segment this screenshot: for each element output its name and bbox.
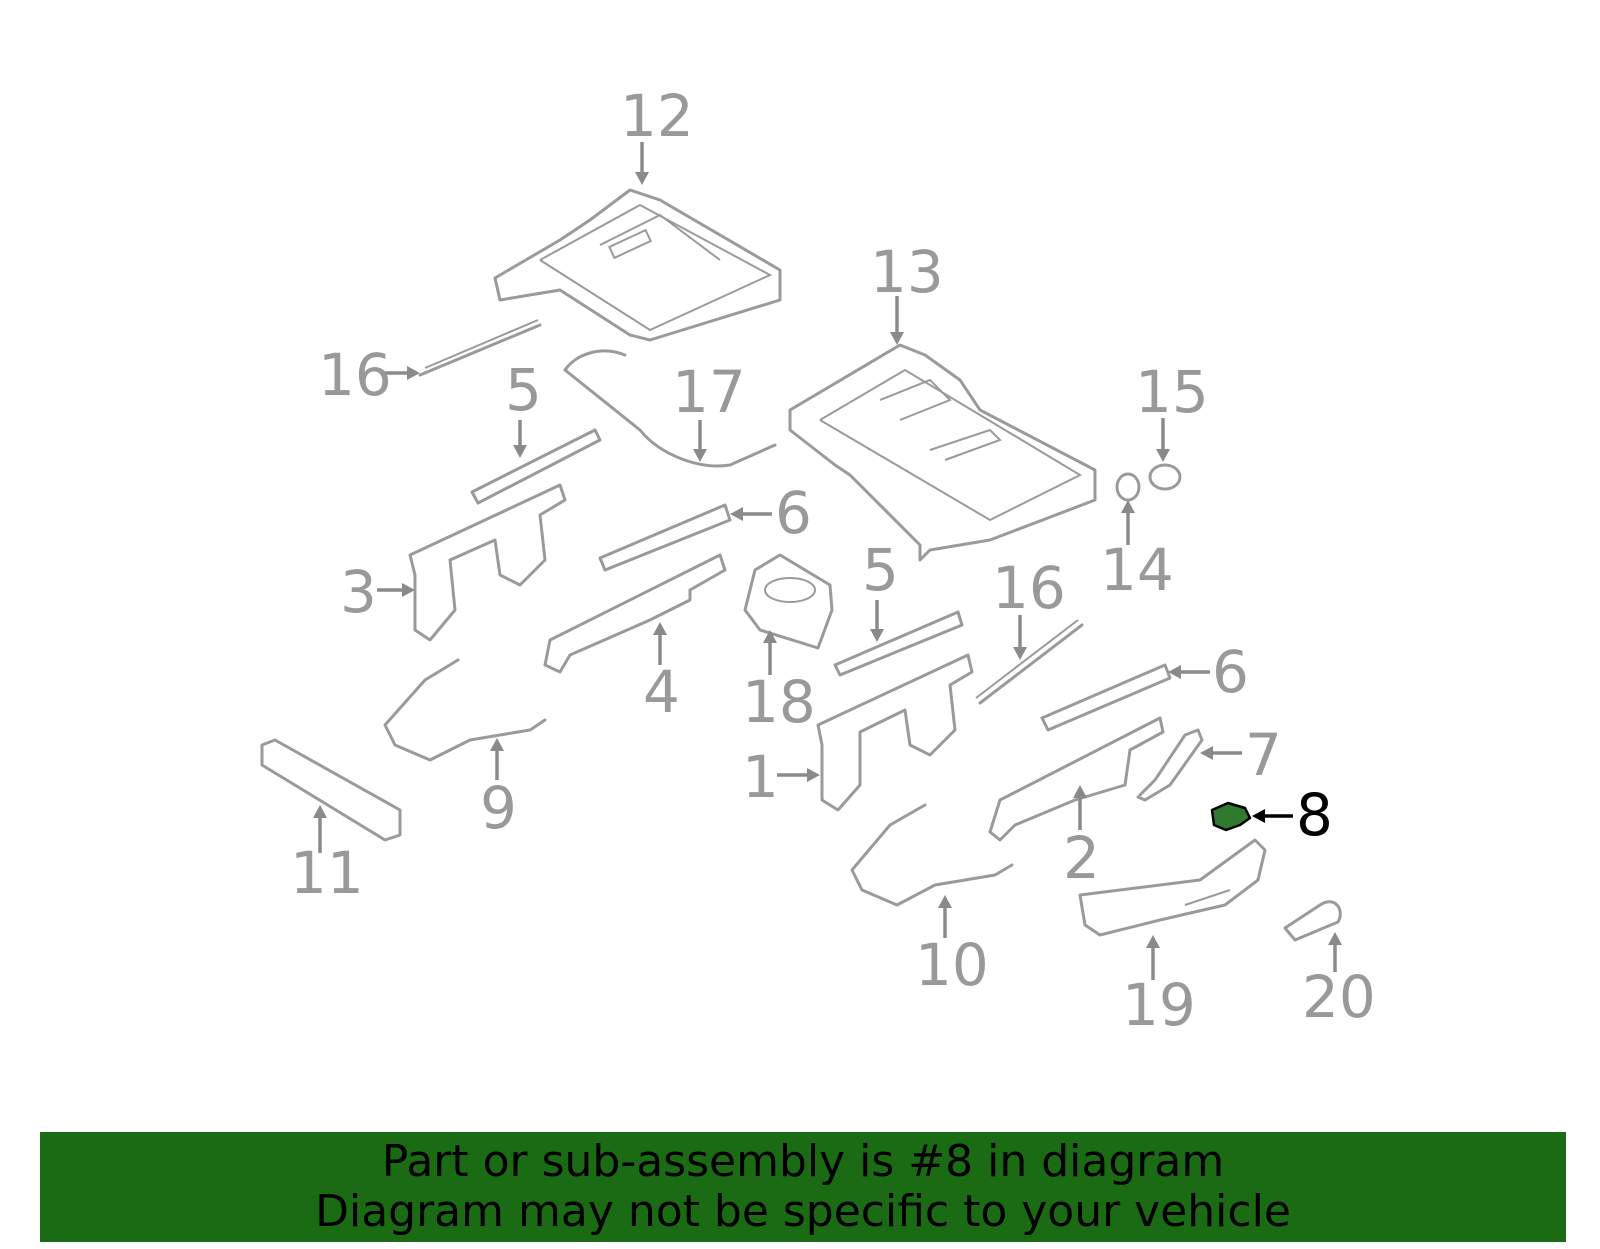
part-14-washer <box>1115 472 1141 502</box>
part-2-track <box>988 716 1165 842</box>
part-4-track <box>543 553 727 674</box>
callout-labels: 12 13 16 5 17 15 6 14 3 5 16 4 18 6 7 1 … <box>290 82 1376 1039</box>
callout-10: 10 <box>915 931 989 999</box>
part-18-cupholder <box>743 553 834 650</box>
part-19-side-cover <box>1078 838 1267 937</box>
callout-2: 2 <box>1063 824 1100 892</box>
callout-7: 7 <box>1245 721 1282 789</box>
part-17-cable <box>563 349 777 468</box>
callout-6-lower: 6 <box>1212 638 1249 706</box>
callout-3: 3 <box>340 558 377 626</box>
banner-disclaimer: Diagram may not be specific to your vehi… <box>315 1186 1291 1237</box>
callout-19: 19 <box>1122 971 1196 1039</box>
part-15-cap <box>1148 463 1182 491</box>
part-9-rod <box>383 658 547 762</box>
callout-16-upper: 16 <box>318 341 392 409</box>
part-3-track <box>408 483 567 642</box>
callout-6-upper: 6 <box>775 479 812 547</box>
callout-12: 12 <box>620 82 694 150</box>
callout-20: 20 <box>1302 963 1376 1031</box>
part-16-spring-upper <box>418 319 542 377</box>
callout-4: 4 <box>643 658 680 726</box>
callout-5-lower: 5 <box>862 536 899 604</box>
callout-8-highlighted: 8 <box>1296 781 1333 849</box>
part-16-spring-lower <box>975 619 1084 705</box>
part-6-rail-right <box>1040 663 1172 732</box>
part-5-rail-left <box>470 428 602 505</box>
callout-14: 14 <box>1100 536 1174 604</box>
callout-18: 18 <box>742 668 816 736</box>
callout-1: 1 <box>742 743 779 811</box>
banner-part-notice: Part or sub-assembly is #8 in diagram <box>381 1136 1225 1187</box>
callout-5-upper: 5 <box>505 356 542 424</box>
info-banner: Part or sub-assembly is #8 in diagram Di… <box>40 1132 1566 1242</box>
part-6-rail-middle <box>598 503 732 572</box>
callout-arrows <box>313 142 1342 980</box>
callout-16-lower: 16 <box>992 554 1066 622</box>
part-11-bar <box>260 738 402 842</box>
callout-11: 11 <box>290 839 364 907</box>
part-10-rod <box>850 803 1014 907</box>
part-1-track <box>816 653 974 812</box>
part-13-seat-base <box>788 343 1097 562</box>
callout-13: 13 <box>870 238 944 306</box>
part-8-clip-highlighted <box>1210 801 1252 832</box>
callout-9: 9 <box>480 774 517 842</box>
part-5-rail-right <box>833 610 964 677</box>
part-20-handle <box>1283 900 1342 942</box>
part-7-bracket <box>1136 728 1204 802</box>
part-12-seat-frame <box>493 188 782 342</box>
callout-17: 17 <box>672 358 746 426</box>
callout-arrow-8 <box>1252 809 1293 823</box>
callout-15: 15 <box>1135 358 1209 426</box>
